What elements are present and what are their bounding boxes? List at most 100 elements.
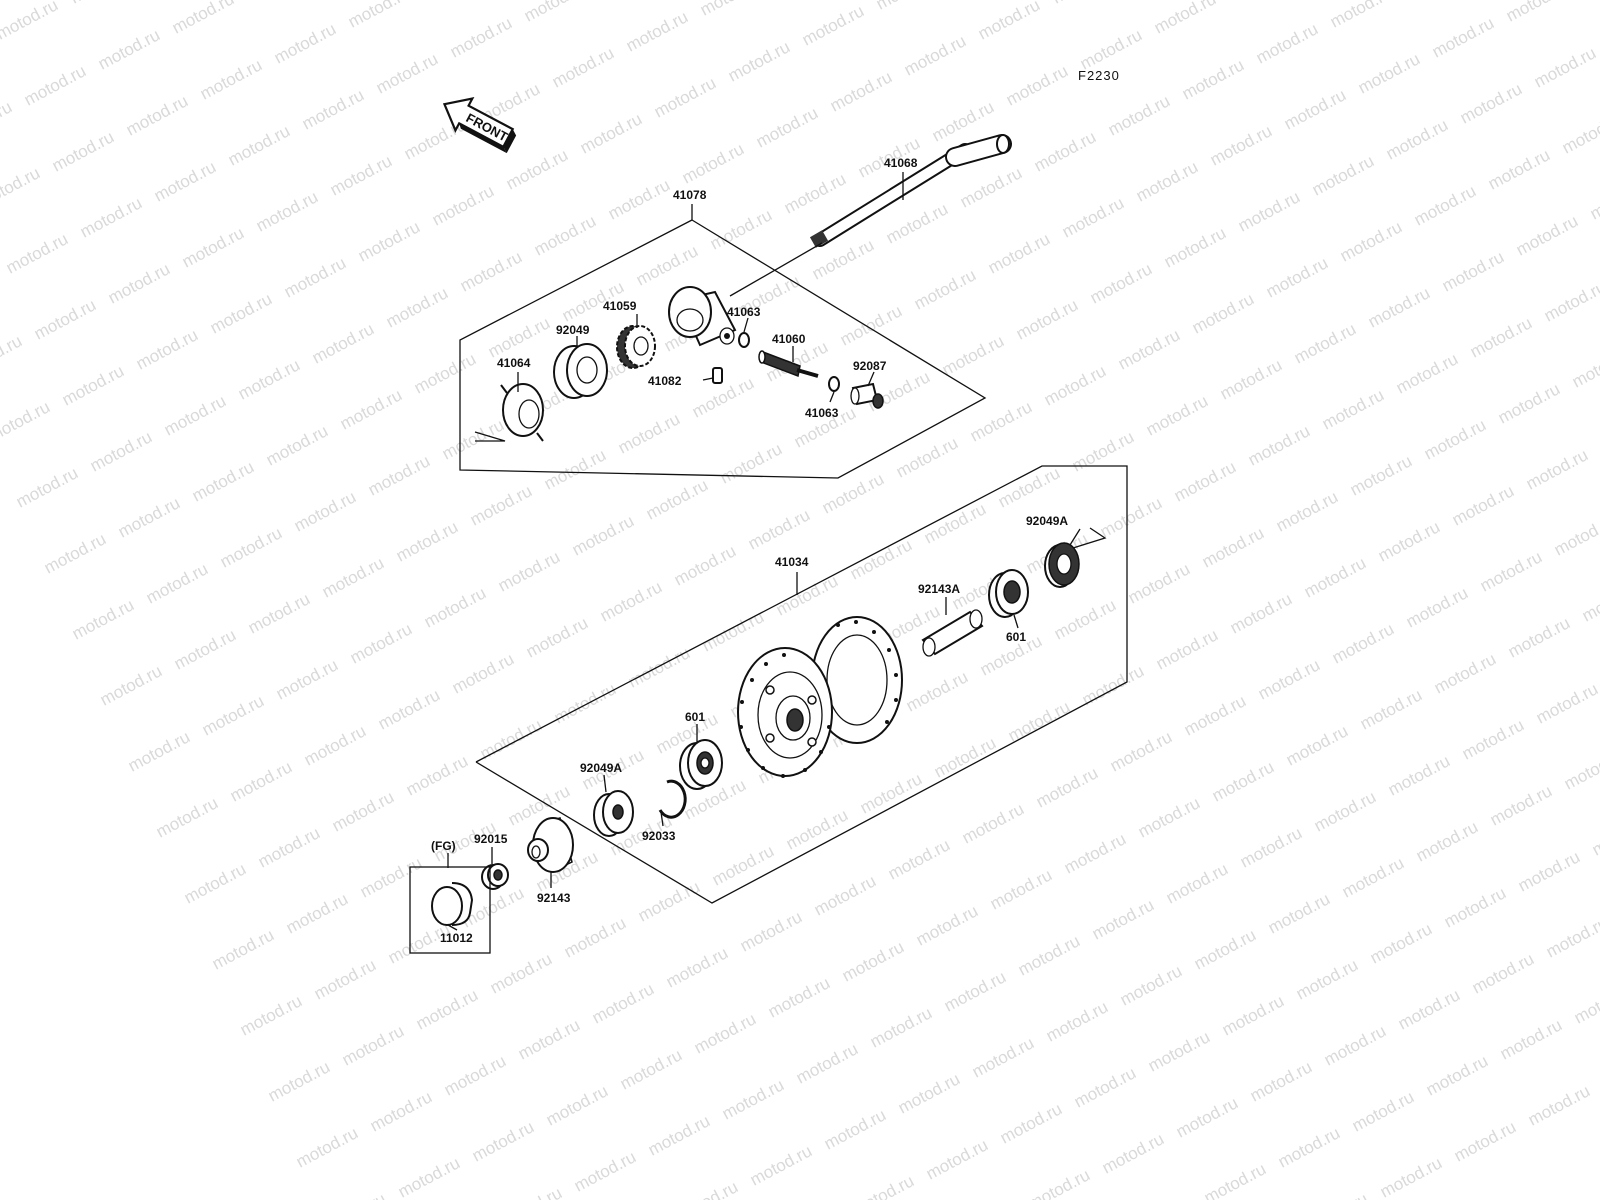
watermark-text: motod.ru [1059, 193, 1127, 241]
watermark-text: motod.ru [839, 937, 907, 985]
label-11012: 11012 [440, 931, 473, 945]
label-fg: (FG) [431, 839, 456, 853]
watermark-text: motod.ru [393, 517, 461, 565]
watermark-text: motod.ru [957, 163, 1025, 211]
watermark-text: motod.ru [457, 247, 525, 295]
watermark-text: motod.ru [1283, 721, 1351, 769]
watermark-text: motod.ru [1301, 553, 1369, 601]
watermark-text: motod.ru [413, 985, 481, 1033]
watermark-text: motod.ru [1071, 1063, 1139, 1111]
watermark-text: motod.ru [549, 43, 617, 91]
watermark-text: motod.ru [327, 151, 395, 199]
watermark-text: motod.ru [49, 127, 117, 175]
label-92143: 92143 [537, 891, 571, 905]
watermark-text: motod.ru [597, 577, 665, 625]
label-41064: 41064 [497, 356, 531, 370]
watermark-text: motod.ru [1365, 283, 1433, 331]
watermark-text: motod.ru [87, 427, 155, 475]
watermark-text: motod.ru [1005, 697, 1073, 745]
watermark-text: motod.ru [339, 1021, 407, 1069]
group-outline-41078 [459, 219, 987, 479]
watermark-text: motod.ru [0, 397, 53, 445]
watermark-text: motod.ru [819, 469, 887, 517]
watermark-text: motod.ru [291, 487, 359, 535]
watermark-text: motod.ru [1235, 187, 1303, 235]
axle-41068 [809, 134, 1012, 248]
group-outline-41034 [475, 465, 1128, 904]
watermark-text: motod.ru [237, 991, 305, 1039]
watermark-text: motod.ru [271, 19, 339, 67]
watermark-text: motod.ru [429, 181, 497, 229]
watermark-text: motod.ru [0, 163, 43, 211]
watermark-text: motod.ru [689, 373, 757, 421]
watermark-text: motod.ru [293, 1123, 361, 1171]
watermark-text: motod.ru [189, 457, 257, 505]
watermark-text: motod.ru [765, 973, 833, 1021]
washer-41063-upper [738, 332, 750, 348]
outer-parts-group: (FG) 92015 92143 11012 [409, 817, 574, 954]
watermark-text: motod.ru [1115, 325, 1183, 373]
watermark-text: motod.ru [1181, 691, 1249, 739]
watermark-text: motod.ru [1227, 589, 1295, 637]
watermark-text: motod.ru [1245, 421, 1313, 469]
watermark-text: motod.ru [1097, 493, 1165, 541]
watermark-text: motod.ru [199, 691, 267, 739]
watermark-text: motod.ru [1403, 583, 1471, 631]
watermark-text: motod.ru [691, 1009, 759, 1057]
watermark-text: motod.ru [1569, 343, 1600, 391]
watermark-text: motod.ru [799, 1, 867, 49]
watermark-text: motod.ru [571, 1147, 639, 1195]
watermark-text: motod.ru [523, 613, 591, 661]
watermark-text: motod.ru [1423, 1051, 1491, 1099]
watermark-text: motod.ru [1533, 679, 1600, 727]
watermark-text: motod.ru [1505, 613, 1573, 661]
bearing-92049 [553, 343, 608, 399]
watermark-text: motod.ru [1355, 49, 1423, 97]
cap-11012 [431, 882, 474, 926]
watermark-text: motod.ru [1077, 25, 1145, 73]
watermark-text: motod.ru [487, 949, 555, 997]
watermark-text: motod.ru [1451, 1117, 1519, 1165]
watermark-text: motod.ru [541, 445, 609, 493]
watermark-text: motod.ru [1247, 1057, 1315, 1105]
watermark-text: motod.ru [1237, 823, 1305, 871]
watermark-text: motod.ru [1207, 121, 1275, 169]
watermark-text: motod.ru [783, 805, 851, 853]
watermark-text: motod.ru [1589, 811, 1600, 859]
watermark-text: motod.ru [301, 721, 369, 769]
watermark-text: motod.ru [1117, 961, 1185, 1009]
bushing-92087 [850, 382, 884, 409]
watermark-text: motod.ru [773, 571, 841, 619]
watermark-text: motod.ru [847, 535, 915, 583]
watermark-text: motod.ru [1531, 43, 1599, 91]
watermark-text: motod.ru [31, 295, 99, 343]
watermark-text: motod.ru [1127, 1195, 1195, 1200]
label-92049: 92049 [556, 323, 590, 337]
hub-group: 41034 92049A 92143A 601 601 92049A 92033 [475, 465, 1128, 904]
watermark-text: motod.ru [873, 0, 941, 14]
watermark-text: motod.ru [1327, 0, 1395, 32]
watermark-text: motod.ru [1431, 649, 1499, 697]
watermark-text: motod.ru [1061, 829, 1129, 877]
watermark-text: motod.ru [1541, 277, 1600, 325]
watermark-text: motod.ru [161, 391, 229, 439]
watermark-text: motod.ru [503, 145, 571, 193]
watermark-text: motod.ru [1133, 157, 1201, 205]
watermark-text: motod.ru [849, 1171, 917, 1200]
watermark-text: motod.ru [589, 979, 657, 1027]
spacer-92143 [527, 817, 574, 873]
watermark-text: motod.ru [827, 67, 895, 115]
watermark-text: motod.ru [577, 109, 645, 157]
watermark-text: motod.ru [1385, 751, 1453, 799]
watermark-text: motod.ru [1173, 1093, 1241, 1141]
watermark-text: motod.ru [1377, 1153, 1445, 1200]
watermark-text: motod.ru [469, 1117, 537, 1165]
watermark-text: motod.ru [867, 1003, 935, 1051]
spacer-92143A [921, 609, 984, 657]
watermark-text: motod.ru [997, 1099, 1065, 1147]
watermark-text: motod.ru [1015, 931, 1083, 979]
watermark-text: motod.ru [737, 907, 805, 955]
watermark-text: motod.ru [1041, 361, 1109, 409]
watermark-text: motod.ru [329, 787, 397, 835]
